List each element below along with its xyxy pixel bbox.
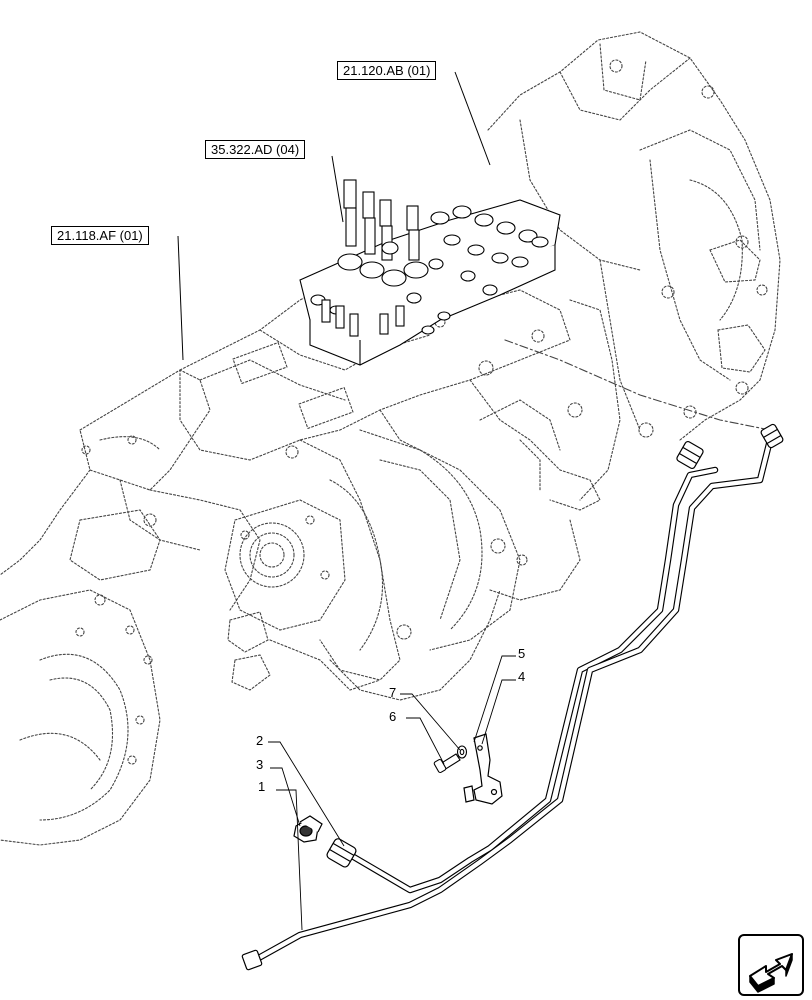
callout-leaders [268, 655, 516, 931]
callout-4: 4 [518, 669, 526, 684]
washer-item-7 [456, 745, 468, 759]
bolt-item-6 [433, 753, 461, 774]
valve-fittings [310, 205, 549, 335]
upper-pipe-end-nut [760, 423, 784, 449]
next-page-arrow-icon [749, 953, 793, 993]
callout-1: 1 [258, 779, 266, 794]
pipe-nuts [241, 423, 784, 971]
lower-pipe-nut [326, 838, 357, 868]
reference-leaders [177, 71, 491, 361]
upper-pipe-nut [676, 440, 704, 470]
bracket-item-4-5 [463, 733, 503, 805]
hydraulic-pipes [251, 436, 774, 964]
callout-3: 3 [256, 757, 264, 772]
solenoid-group [337, 179, 429, 287]
transmission-housing-outline [0, 31, 781, 846]
callout-2: 2 [256, 733, 264, 748]
next-page-button[interactable] [738, 934, 804, 996]
pipe-end-cap [241, 949, 263, 971]
control-valve-assembly [299, 179, 561, 366]
reference-label-35-322-ad[interactable]: 35.322.AD (04) [205, 140, 306, 159]
reference-label-21-120-ab[interactable]: 21.120.AB (01) [337, 61, 437, 80]
reference-label-21-118-af[interactable]: 21.118.AF (01) [51, 226, 149, 245]
callout-6: 6 [389, 709, 397, 724]
callout-7: 7 [389, 685, 397, 700]
callout-5: 5 [518, 646, 526, 661]
